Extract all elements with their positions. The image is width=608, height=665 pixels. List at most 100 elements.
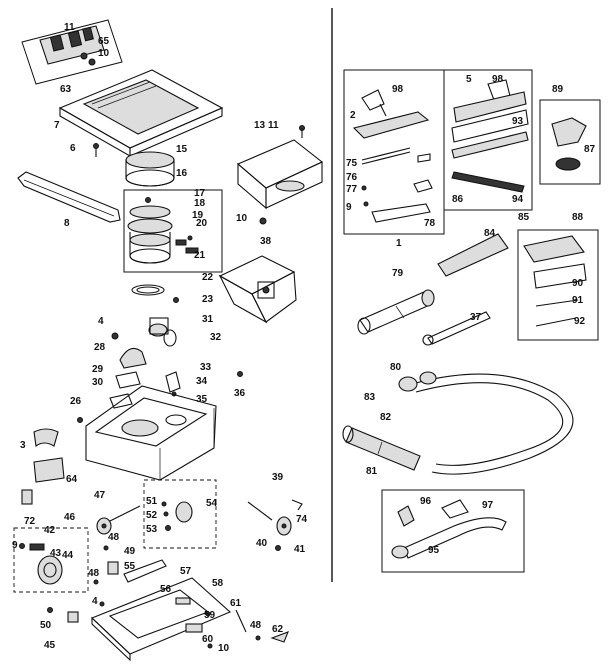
callout-label: 36 bbox=[234, 388, 246, 399]
dusting-brush bbox=[539, 99, 601, 185]
callout-label: 98 bbox=[492, 74, 504, 85]
callout-label: 50 bbox=[40, 620, 52, 631]
switch-assembly bbox=[21, 19, 123, 85]
callout-label: 60 bbox=[202, 634, 214, 645]
callout-label: 35 bbox=[196, 394, 208, 405]
callout-label: 92 bbox=[574, 316, 586, 327]
callout-label: 15 bbox=[176, 144, 188, 155]
screw bbox=[93, 143, 99, 157]
callout-label: 41 bbox=[294, 544, 306, 555]
hose-inlet bbox=[119, 347, 147, 369]
hose-end bbox=[342, 425, 421, 471]
callout-label: 58 bbox=[212, 578, 224, 589]
callout-label: 39 bbox=[272, 472, 284, 483]
callout-label: 77 bbox=[346, 184, 358, 195]
floor-brush-kit bbox=[343, 69, 445, 235]
callout-label: 9 bbox=[12, 540, 18, 551]
callout-label: 48 bbox=[108, 532, 120, 543]
callout-label: 62 bbox=[272, 624, 284, 635]
callout-label: 47 bbox=[94, 490, 106, 501]
callout-label: 43 bbox=[50, 548, 62, 559]
callout-label: 48 bbox=[250, 620, 262, 631]
callout-label: 87 bbox=[584, 144, 596, 155]
callout-label: 10 bbox=[218, 643, 230, 654]
callout-label: 5 bbox=[466, 74, 472, 85]
callout-label: 49 bbox=[124, 546, 136, 557]
valve-parts bbox=[109, 371, 141, 409]
callout-label: 32 bbox=[210, 332, 222, 343]
callout-label: 90 bbox=[572, 278, 584, 289]
callout-label: 74 bbox=[296, 514, 308, 525]
callout-label: 93 bbox=[512, 116, 524, 127]
callout-label: 1 bbox=[396, 238, 402, 249]
screw bbox=[259, 217, 267, 225]
carry-handle bbox=[17, 171, 121, 223]
rear-wheel bbox=[275, 499, 303, 551]
dust-bag bbox=[218, 255, 297, 324]
callout-label: 56 bbox=[160, 584, 172, 595]
callout-label: 22 bbox=[202, 272, 214, 283]
callout-label: 79 bbox=[392, 268, 404, 279]
tool-kit bbox=[517, 229, 599, 341]
callout-label: 28 bbox=[94, 342, 106, 353]
callout-label: 40 bbox=[256, 538, 268, 549]
front-wheel bbox=[19, 543, 63, 585]
callout-label: 4 bbox=[92, 596, 98, 607]
callout-label: 6 bbox=[70, 143, 76, 154]
callout-label: 65 bbox=[98, 36, 110, 47]
callout-label: 42 bbox=[44, 525, 56, 536]
motor-filter bbox=[125, 151, 175, 187]
rod bbox=[247, 501, 273, 521]
clip bbox=[33, 428, 59, 447]
callout-label: 17 bbox=[194, 188, 206, 199]
callout-label: 84 bbox=[484, 228, 496, 239]
rug-nozzle-kit bbox=[443, 69, 533, 211]
callout-label: 89 bbox=[552, 84, 564, 95]
callout-label: 82 bbox=[380, 412, 392, 423]
valve-stack bbox=[161, 501, 193, 531]
callout-label: 30 bbox=[92, 377, 104, 388]
callout-label: 23 bbox=[202, 294, 214, 305]
callout-label: 10 bbox=[236, 213, 248, 224]
callout-label: 91 bbox=[572, 295, 584, 306]
callout-label: 54 bbox=[206, 498, 218, 509]
release-parts bbox=[205, 609, 289, 649]
wheel-detail-box bbox=[13, 527, 89, 593]
axle-wheel bbox=[96, 505, 141, 535]
callout-label: 11 bbox=[64, 22, 75, 33]
callout-label: 86 bbox=[452, 194, 464, 205]
callout-label: 8 bbox=[64, 218, 70, 229]
callout-label: 51 bbox=[146, 496, 158, 507]
callout-label: 52 bbox=[146, 510, 158, 521]
callout-label: 61 bbox=[230, 598, 242, 609]
callout-label: 46 bbox=[64, 512, 76, 523]
callout-label: 26 bbox=[70, 396, 82, 407]
extension-wands bbox=[357, 289, 435, 335]
fuse bbox=[21, 489, 33, 505]
callout-label: 16 bbox=[176, 168, 188, 179]
label-plate bbox=[33, 457, 65, 483]
callout-label: 81 bbox=[366, 466, 378, 477]
callout-label: 18 bbox=[194, 198, 206, 209]
callout-label: 13 bbox=[254, 120, 266, 131]
callout-label: 55 bbox=[124, 561, 136, 572]
callout-label: 98 bbox=[392, 84, 404, 95]
screw bbox=[173, 297, 179, 303]
callout-label: 95 bbox=[428, 545, 440, 556]
callout-label: 2 bbox=[350, 110, 356, 121]
callout-label: 85 bbox=[518, 212, 530, 223]
callout-label: 83 bbox=[364, 392, 376, 403]
callout-label: 72 bbox=[24, 516, 36, 527]
callout-label: 33 bbox=[200, 362, 212, 373]
callout-label: 34 bbox=[196, 376, 208, 387]
callout-label: 88 bbox=[572, 212, 584, 223]
top-cover bbox=[58, 69, 224, 157]
callout-label: 3 bbox=[20, 440, 26, 451]
motor-assembly bbox=[123, 189, 223, 273]
callout-label: 80 bbox=[390, 362, 402, 373]
base-detail-box bbox=[143, 479, 217, 549]
callout-label: 75 bbox=[346, 158, 358, 169]
exhaust-port bbox=[148, 317, 177, 347]
callout-label: 78 bbox=[424, 218, 436, 229]
